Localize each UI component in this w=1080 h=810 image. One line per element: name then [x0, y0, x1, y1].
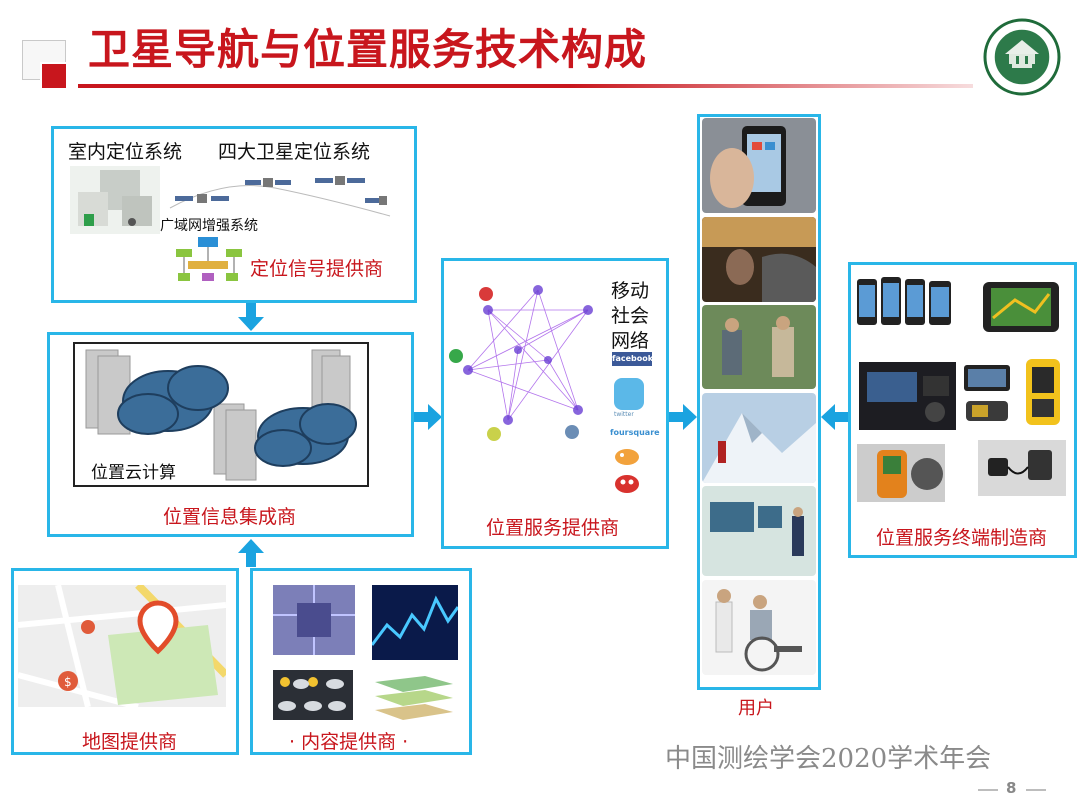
page-number: 8	[1006, 779, 1017, 797]
car-dashboard-image	[859, 362, 956, 430]
wide-area-augmentation-label: 广域网增强系统	[160, 218, 258, 234]
smartphones-image	[857, 277, 951, 325]
facebook-icon: facebook	[612, 352, 653, 366]
stock-chart-image	[372, 585, 458, 660]
smartphone-user-photo	[702, 118, 816, 213]
augmentation-network-image	[176, 237, 242, 281]
driver-photo	[702, 217, 816, 302]
gps-accessories-image	[978, 440, 1066, 496]
title-decoration-square	[40, 62, 68, 90]
page-number-line-right	[1026, 789, 1046, 791]
control-room-photo	[702, 486, 816, 576]
arrow-right-icon	[414, 404, 442, 430]
navigator-device-image	[983, 282, 1059, 332]
indoor-positioning-label: 室内定位系统	[68, 141, 183, 163]
arrow-up-icon	[238, 539, 264, 567]
svg-text:$: $	[64, 675, 72, 689]
terminal-maker-label: 位置服务终端制造商	[876, 527, 1048, 549]
cloud-computing-image	[85, 349, 357, 481]
social-label-line3: 网络	[611, 330, 650, 352]
social-network-graph-image	[449, 285, 593, 441]
title-underline	[78, 84, 973, 88]
fox-mascot-icon	[615, 449, 639, 465]
page-number-line-left	[978, 789, 998, 791]
terrain-layers-image	[375, 676, 453, 720]
map-provider-label: 地图提供商	[82, 731, 178, 753]
wheelchair-photo	[702, 580, 816, 675]
cloud-computing-label: 位置云计算	[91, 463, 176, 483]
signal-provider-label: 定位信号提供商	[250, 258, 384, 280]
twitter-icon: twitter	[614, 378, 644, 418]
mountaineer-photo	[702, 393, 816, 483]
university-logo	[983, 18, 1061, 96]
weather-icons-image	[273, 670, 353, 720]
content-provider-label: · 内容提供商 ·	[289, 731, 409, 753]
conference-footer: 中国测绘学会2020学术年会	[665, 744, 992, 774]
gps-module-image	[966, 401, 1008, 421]
social-label-line1: 移动	[611, 280, 650, 302]
arrow-down-icon	[238, 303, 264, 331]
social-label-line2: 社会	[611, 305, 650, 327]
car-gps-image	[964, 365, 1010, 391]
arrow-right-icon	[669, 404, 697, 430]
integrator-label: 位置信息集成商	[163, 506, 297, 528]
circuit-image	[273, 585, 355, 655]
map-image: $	[18, 585, 226, 707]
indoor-building-image	[70, 166, 160, 234]
handheld-gps-yellow-image	[1026, 359, 1060, 425]
satellites-image	[169, 176, 391, 217]
handheld-gps-image	[857, 444, 945, 502]
foursquare-icon: foursquare	[610, 428, 660, 437]
arrow-left-icon	[821, 404, 849, 430]
surveyors-photo	[702, 305, 816, 389]
twitter-label: twitter	[614, 411, 634, 418]
monster-mascot-icon	[615, 475, 639, 493]
cloud-panel	[73, 342, 369, 487]
users-label: 用户	[738, 698, 774, 719]
lbs-provider-label: 位置服务提供商	[486, 517, 620, 539]
page-title: 卫星导航与位置服务技术构成	[88, 25, 648, 74]
gnss-label: 四大卫星定位系统	[218, 141, 371, 163]
